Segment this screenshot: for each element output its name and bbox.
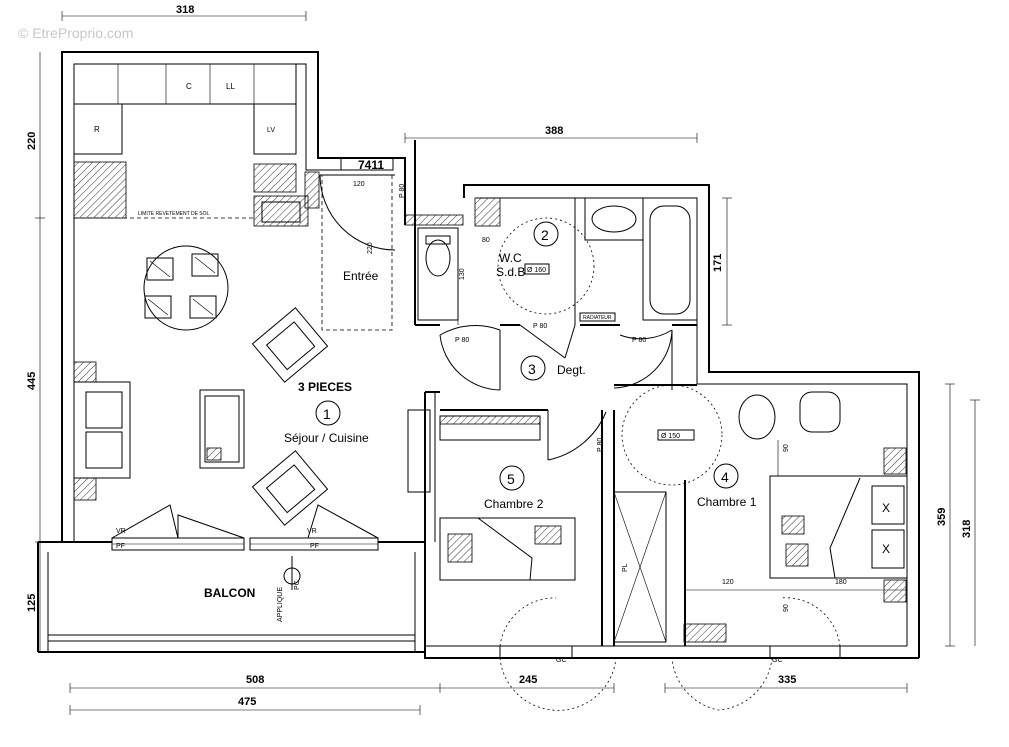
room-1-marker <box>315 400 341 426</box>
dim-entree-p80: P 80 <box>399 184 406 198</box>
sofa-left <box>73 361 131 501</box>
dim-degt-p80-left: P 80 <box>455 337 469 344</box>
dim-bottom-245: 245 <box>519 674 537 686</box>
applique-label: APPLIQUE <box>277 587 284 622</box>
exterior-walls <box>37 51 920 659</box>
room-2-marker <box>533 221 559 247</box>
armchair-bottom <box>251 450 329 526</box>
interior-walls <box>404 197 697 646</box>
balcony-railing <box>48 634 415 642</box>
dim-right-171: 171 <box>712 254 724 272</box>
coffee-table <box>199 389 245 469</box>
kitchen-label-r: R <box>94 125 100 134</box>
diam-wc: Ø 160 <box>527 267 546 274</box>
balcon-label: BALCON <box>204 586 255 600</box>
entrance <box>304 157 396 331</box>
dim-left-125: 125 <box>26 594 38 612</box>
room-1-name: Séjour / Cuisine <box>284 431 369 445</box>
dim-wc-80: 80 <box>482 237 490 244</box>
dim-ch1-120: 120 <box>722 579 734 586</box>
room-4-number: 4 <box>721 469 729 485</box>
dim-ch1-180: 180 <box>835 579 847 586</box>
pc-label: PC <box>294 580 301 590</box>
dim-right-318: 318 <box>961 520 973 538</box>
dim-right-359: 359 <box>936 508 948 526</box>
dim-ch1-90b: 90 <box>783 604 790 612</box>
kitchen-units <box>73 63 309 227</box>
bathroom-fixtures <box>417 197 698 325</box>
chambre-2-furniture <box>407 409 607 581</box>
room-2-number: 2 <box>541 227 549 243</box>
pf-left-label: PF <box>116 543 125 550</box>
dim-ch1-90a: 90 <box>783 444 790 452</box>
room-3-name: Degt. <box>557 363 586 377</box>
dim-left-445: 445 <box>26 372 38 390</box>
room-5-number: 5 <box>507 471 515 487</box>
vr-right-label: VR <box>307 528 317 535</box>
kitchen-label-lv: LV <box>267 127 275 134</box>
gc-right-label: GC <box>772 657 783 664</box>
pl-label: PL <box>622 563 629 572</box>
room-5-marker <box>499 465 525 491</box>
kitchen-label-ll: LL <box>226 82 235 91</box>
dim-degt-p80-right: P 80 <box>632 337 646 344</box>
dim-bottom-508: 508 <box>246 674 264 686</box>
room-3-marker <box>520 355 546 381</box>
dim-wc-p80: P 80 <box>533 323 547 330</box>
room-2-name-line1: W.C <box>499 251 522 265</box>
plan-title: 3 PIECES <box>298 380 352 394</box>
dim-entree-120: 120 <box>353 181 365 188</box>
dimension-lines <box>35 11 980 715</box>
room-4-name: Chambre 1 <box>697 495 757 509</box>
gc-left-label: GC <box>556 657 567 664</box>
x-mark-1: X <box>882 501 890 515</box>
entree-label: Entrée <box>343 269 379 283</box>
limite-label: LIMITE REVETEMENT DE SOL <box>138 211 210 217</box>
dim-entree-220: 220 <box>367 242 374 254</box>
vr-left-label: VR <box>116 528 126 535</box>
chambre-1-furniture <box>621 384 908 643</box>
dim-left-220: 220 <box>26 132 38 150</box>
dim-bottom-335: 335 <box>778 674 796 686</box>
dim-wc-130: 130 <box>459 268 466 280</box>
radiateur-label: RADIATEUR <box>583 315 612 321</box>
windows <box>111 504 841 711</box>
dim-top-388: 388 <box>545 125 563 137</box>
watermark: © EtreProprio.com <box>18 25 133 41</box>
dim-bottom-475: 475 <box>238 696 256 708</box>
room-4-marker <box>713 463 739 489</box>
room-3-number: 3 <box>528 361 536 377</box>
room-2-name-line2: S.d.B <box>496 265 525 279</box>
room-1-number: 1 <box>323 406 331 422</box>
plan-code: 7411 <box>358 158 384 172</box>
dim-ch2-p80: P 80 <box>597 438 604 452</box>
x-mark-2: X <box>882 542 890 556</box>
room-5-name: Chambre 2 <box>484 497 544 511</box>
degagement-doors <box>439 324 673 391</box>
pf-right-label: PF <box>310 543 319 550</box>
dining-table <box>143 245 229 331</box>
kitchen-label-c: C <box>186 82 192 91</box>
diam-ch1: Ø 150 <box>661 433 680 440</box>
armchair-top <box>251 307 329 383</box>
dim-top-318: 318 <box>176 4 194 16</box>
